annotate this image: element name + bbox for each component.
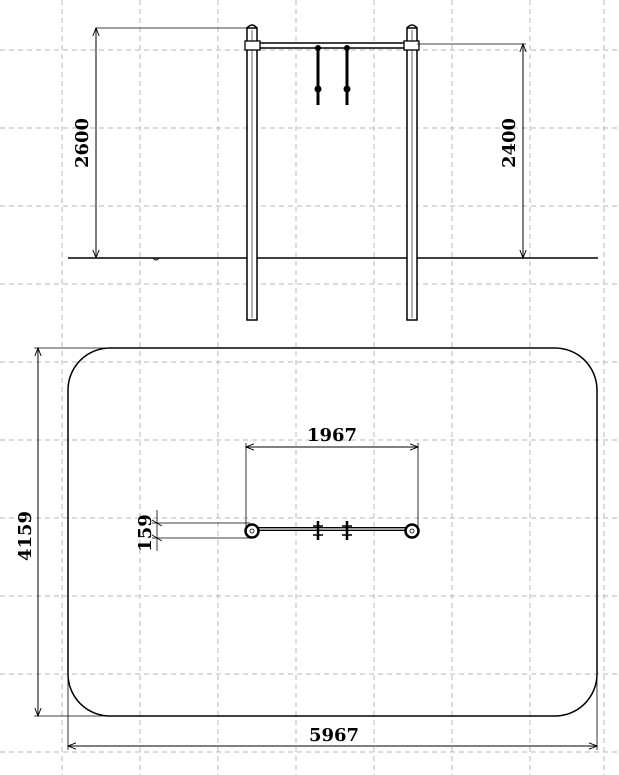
dim-label-159: 159: [135, 514, 156, 552]
left-bar-clamp: [244, 40, 261, 51]
safety-zone-outline: [67, 347, 598, 717]
plan-handle-left: [313, 521, 323, 540]
plan-handle-right: [342, 521, 352, 540]
dim-label-5967: 5967: [309, 725, 359, 746]
left-post-cap: [246, 24, 258, 29]
dim-label-2400: 2400: [499, 118, 520, 168]
plan-post-left: [244, 523, 260, 539]
right-post-cap: [406, 24, 418, 29]
right-bar-clamp: [403, 40, 420, 51]
plan-view: 1967 159 4159 5967: [15, 348, 597, 750]
hanging-handle-right: [343, 45, 351, 105]
dim-label-1967: 1967: [307, 425, 357, 446]
hanging-handle-left: [314, 45, 322, 105]
dim-label-2600: 2600: [72, 118, 93, 168]
side-elevation: 2600 2400: [68, 24, 598, 321]
plan-post-right: [404, 523, 420, 539]
ground-mark: [152, 257, 160, 261]
dim-label-4159: 4159: [15, 511, 36, 561]
horizontal-bar: [256, 42, 408, 49]
